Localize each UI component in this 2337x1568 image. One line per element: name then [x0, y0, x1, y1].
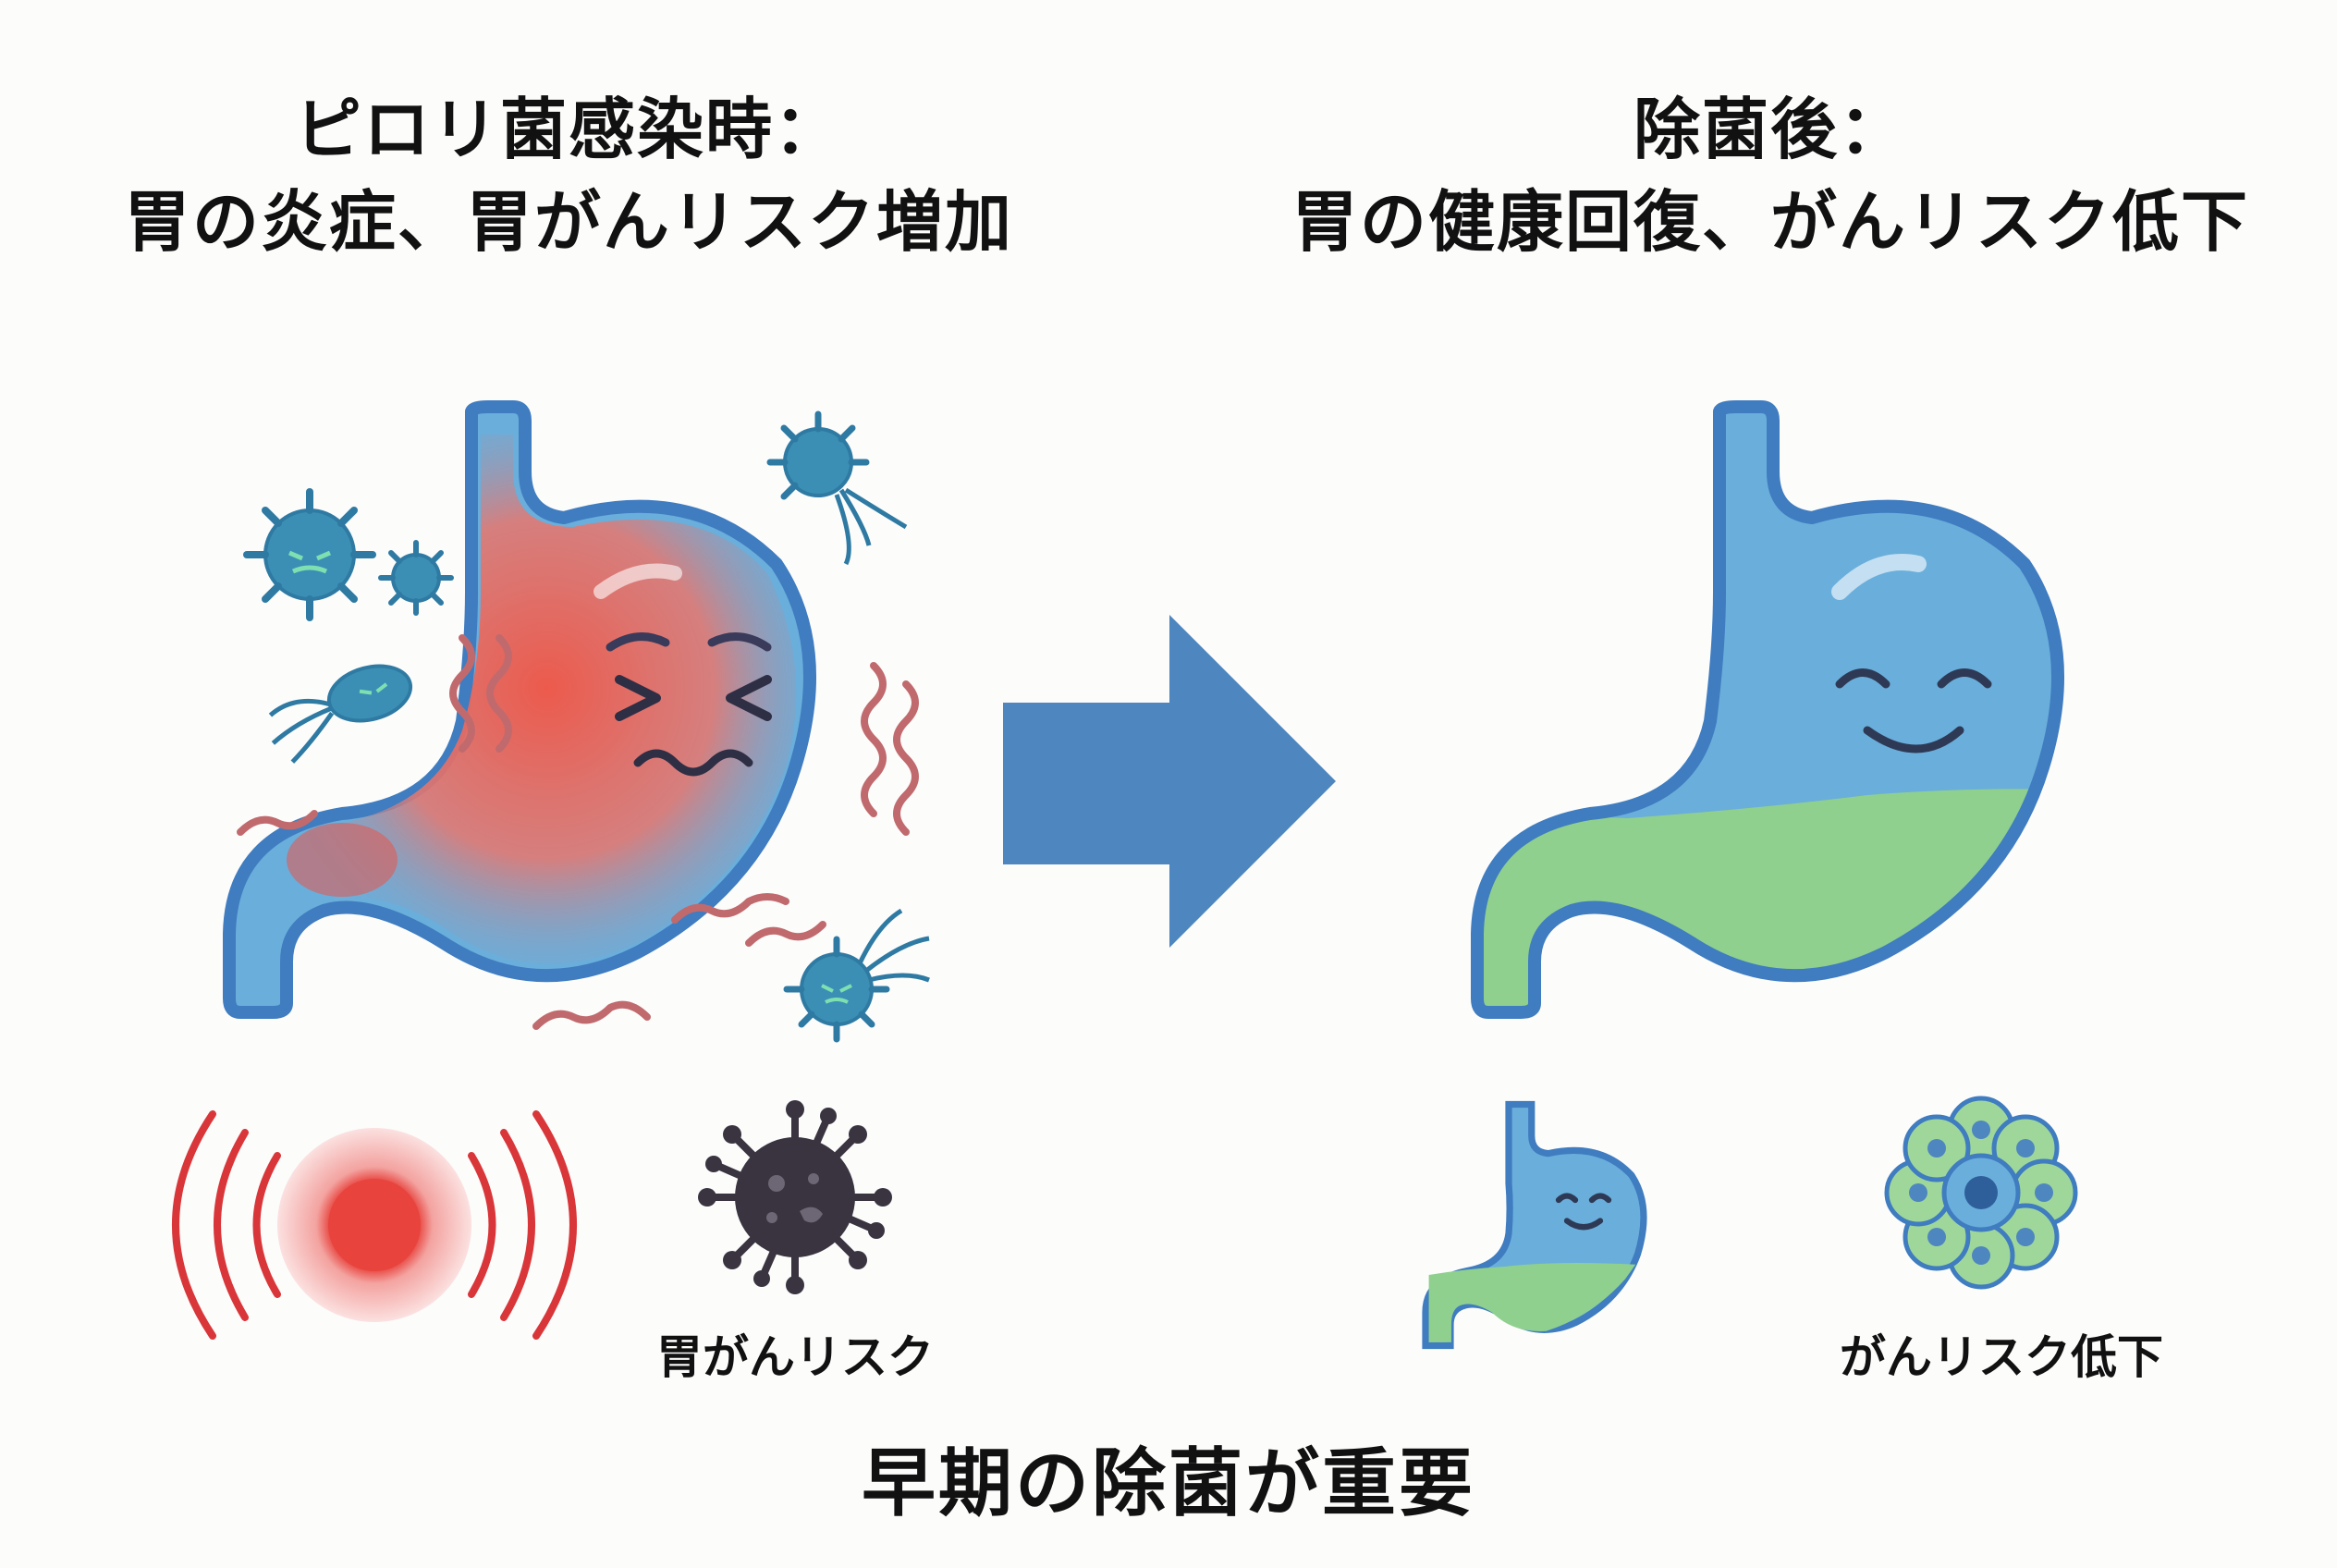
infected-heading: ピロリ菌感染時： 胃の炎症、胃がんリスク増加: [55, 83, 1082, 268]
eradicated-subtitle: 胃の健康回復、がんリスク低下: [1291, 183, 2249, 261]
infected-title: ピロリ菌感染時：: [294, 91, 842, 168]
inflammation-wave-icon: [237, 634, 919, 1030]
pain-signal-icon: [172, 1110, 577, 1340]
infected-subtitle: 胃の炎症、胃がんリスク増加: [123, 183, 1013, 261]
small-stomach-icon: [1422, 1100, 1647, 1350]
bacteria-icon: [243, 410, 930, 1043]
stomach-healthy-icon: [1471, 400, 2064, 1019]
healthy-cell-cluster-icon: [1884, 1096, 2078, 1290]
cancer-risk-caption: 胃がんリスク: [656, 1330, 934, 1384]
stomach-inflamed-icon: [223, 400, 816, 1019]
eradicated-title: 除菌後：: [1633, 91, 1907, 168]
arrow-right-icon: [1003, 615, 1336, 948]
footer-message: 早期の除菌が重要: [862, 1440, 1475, 1526]
lower-risk-caption: がんリスク低下: [1840, 1330, 2163, 1384]
cancer-virus-icon: [698, 1100, 892, 1294]
eradicated-heading: 除菌後： 胃の健康回復、がんリスク低下: [1239, 83, 2302, 268]
